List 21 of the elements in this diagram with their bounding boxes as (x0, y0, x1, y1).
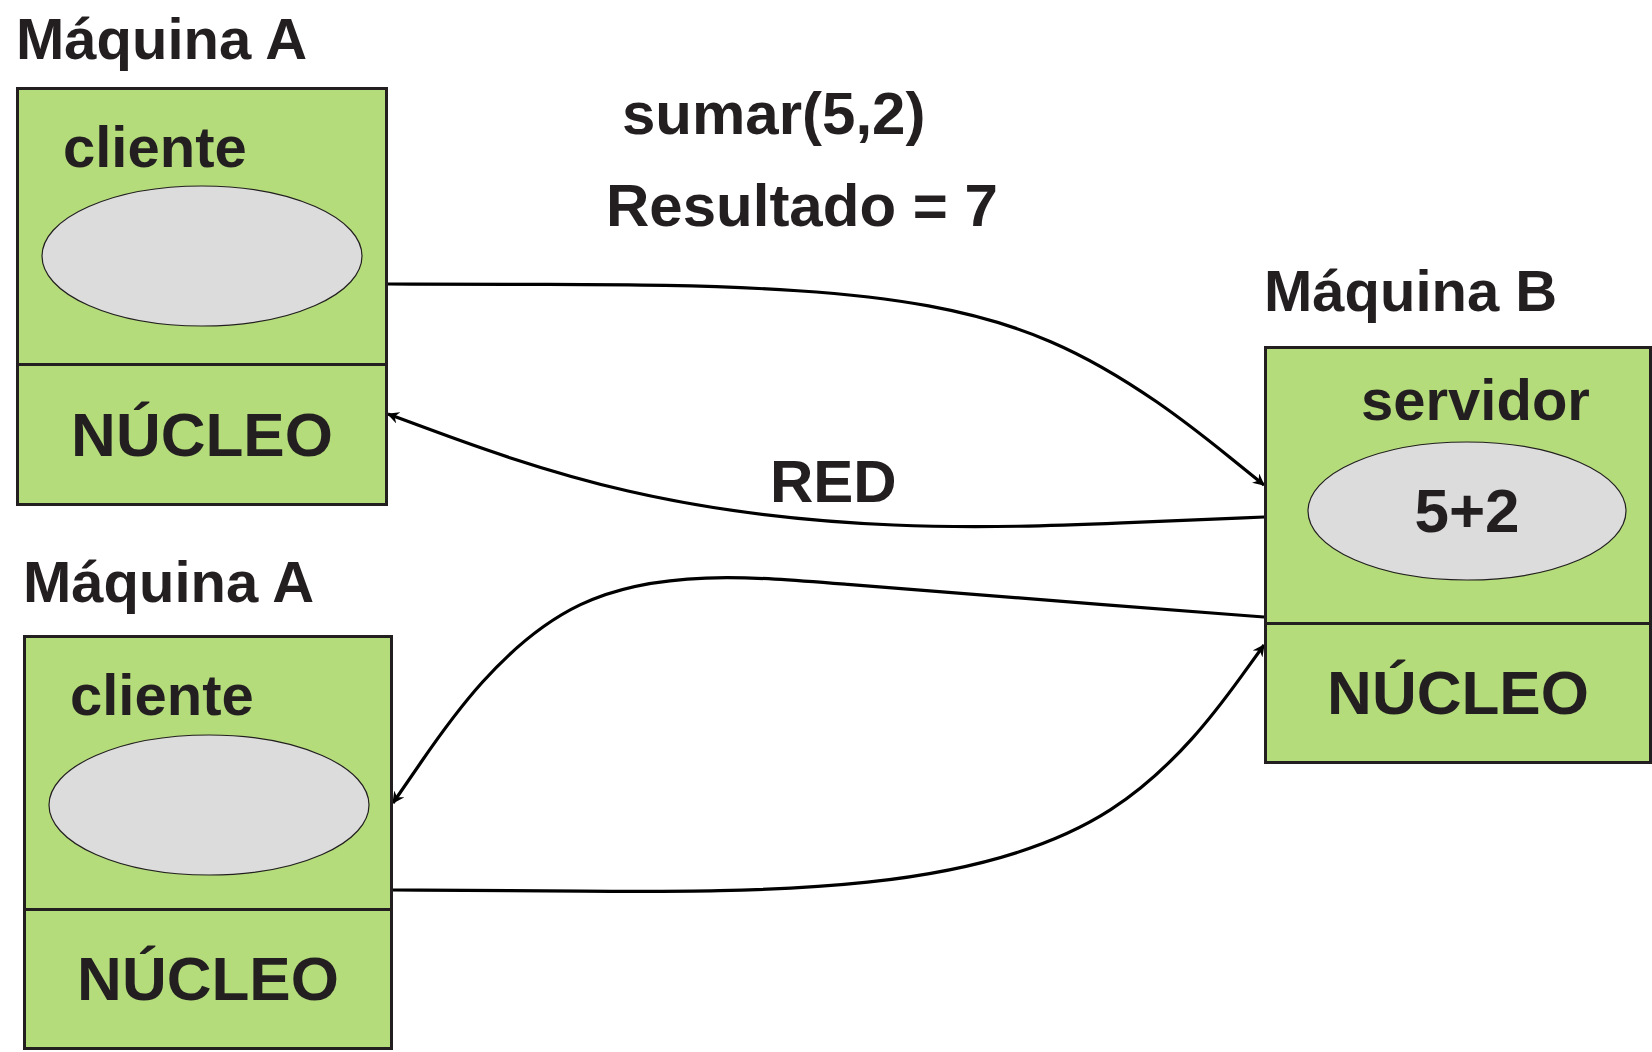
ellipse-shape (48, 734, 370, 876)
annotation-text: sumar(5,2) (622, 84, 926, 144)
kernel-section (23, 908, 393, 1050)
ellipse-shape (41, 185, 363, 327)
process-label: cliente (70, 666, 254, 724)
kernel-section (16, 363, 388, 506)
arrow (388, 282, 1265, 487)
arrow (387, 412, 1265, 529)
process-section (16, 87, 388, 366)
arrow (391, 576, 1265, 804)
annotation-text: RED (770, 452, 897, 512)
expression-label: 5+2 (1414, 480, 1520, 542)
process-label: cliente (63, 118, 247, 176)
annotation-text: Resultado = 7 (606, 176, 998, 236)
process-section (23, 635, 393, 911)
process-label: servidor (1361, 371, 1590, 429)
kernel-section (1264, 622, 1652, 764)
process-section (1264, 346, 1652, 625)
kernel-label: NÚCLEO (71, 403, 333, 466)
process-ellipse (1307, 441, 1627, 581)
arrow (393, 644, 1266, 893)
